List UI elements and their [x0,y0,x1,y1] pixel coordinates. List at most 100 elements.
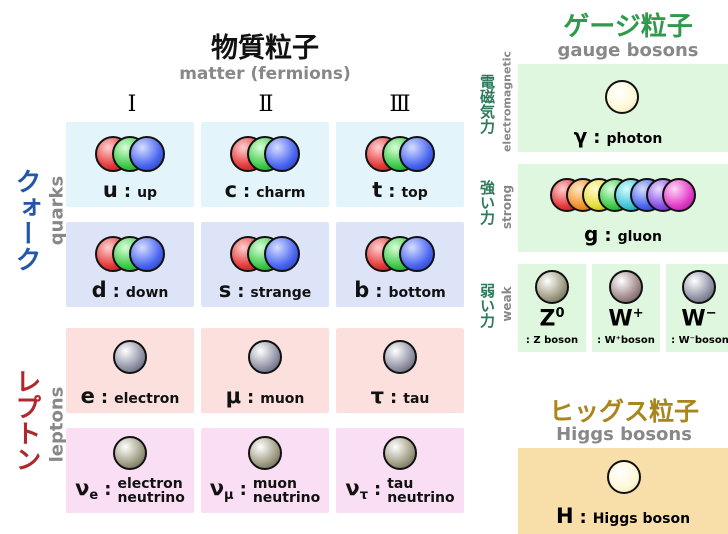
particle-symbol: γ [573,124,588,148]
matter-title-jp: 物質粒子 [211,33,319,64]
photon-cell: γ:photon [518,64,728,152]
particle-name: down [125,285,169,301]
particle-name: charm [256,185,306,201]
strong-label-jp: 強い力 [478,180,496,225]
particle-name: photon [606,131,663,147]
particle-symbol: Z [539,306,556,332]
weak-label-en: weak [500,286,514,322]
w-minus-boson-ball [682,270,716,304]
particle-name: Higgs boson [592,511,691,527]
neutrino-ball [248,436,282,470]
quarks-label-en: quarks [46,175,68,246]
w-plus-boson-ball [609,270,643,304]
em-label-jp: 電磁気力 [478,74,496,134]
particle-symbol: τ [370,384,385,408]
color-charge-blue-ball [399,136,435,172]
particle-subscript: τ [359,488,368,504]
particle-name-line1: tau [387,475,414,492]
photon-ball [605,80,639,114]
color-charge-blue-ball [264,136,300,172]
quark-cell-bottom: b:bottom [336,222,464,307]
particle-name: W⁻boson [678,335,728,346]
weak-label-jp: 弱い力 [478,283,496,328]
neutrino-ball [113,436,147,470]
z-boson-ball [535,270,569,304]
matter-title-en: matter (fermions) [179,64,351,84]
lepton-cell-muon: μ:muon [201,328,329,413]
particle-symbol: g [584,222,599,246]
particle-name-line2: neutrino [117,489,185,506]
particle-symbol: ν [345,476,360,500]
quark-cell-up: u:up [66,122,194,207]
particle-name: W⁺boson [604,335,655,346]
gluon-cell: g:gluon [518,164,728,252]
particle-name: muon [260,391,305,407]
particle-symbol: μ [225,384,242,408]
particle-name: up [137,185,158,201]
particle-name: gluon [617,229,662,245]
leptons-label-jp: レプトン [11,368,41,472]
higgs-title-en: Higgs bosons [556,424,692,445]
generation-1-label: Ⅰ [127,92,137,117]
generation-2-label: Ⅱ [258,92,274,117]
quark-cell-strange: s:strange [201,222,329,307]
em-label-en: electromagnetic [500,50,514,153]
quark-cell-top: t:top [336,122,464,207]
particle-symbol: e [80,384,95,408]
particle-name: bottom [388,285,446,301]
higgs-title-jp: ヒッグス粒子 [548,397,699,426]
particle-symbol: u [102,178,118,202]
higgs-ball [607,460,641,494]
z-boson-cell: Z0 : Z boson [518,264,586,352]
particle-symbol: ν [75,476,90,500]
particle-symbol: ν [209,476,225,500]
particle-symbol: d [91,278,107,302]
particle-symbol: s [218,278,232,302]
quark-cell-down: d:down [66,222,194,307]
particle-name-line1: muon [252,475,297,492]
particle-name: top [401,185,428,201]
particle-symbol: W [608,306,633,332]
particle-name: electron [114,391,180,407]
particle-superscript: 0 [555,306,565,321]
particle-symbol: c [224,178,238,202]
w-plus-boson-cell: W+ : W⁺boson [592,264,660,352]
particle-name-line2: neutrino [387,489,455,506]
particle-subscript: μ [224,488,234,504]
lepton-ball [113,340,147,374]
quarks-label-jp: クォーク [11,168,41,272]
gauge-title-en: gauge bosons [557,40,699,61]
higgs-cell: H:Higgs boson [518,448,728,534]
gluon-ball-magenta [662,178,696,212]
neutrino-ball [383,436,417,470]
lepton-ball [383,340,417,374]
w-minus-boson-cell: W− : W⁻boson [666,264,728,352]
particle-symbol: H [555,504,574,528]
particle-symbol: b [354,278,370,302]
color-charge-blue-ball [129,236,165,272]
particle-name-line1: electron [117,475,183,492]
particle-name: tau [403,391,430,407]
particle-subscript: e [89,488,99,504]
color-charge-blue-ball [264,236,300,272]
lepton-cell-electron: e:electron [66,328,194,413]
particle-name: strange [250,285,312,301]
particle-superscript: − [705,306,717,321]
color-charge-blue-ball [129,136,165,172]
particle-symbol: W [681,306,706,332]
generation-3-label: Ⅲ [389,92,411,117]
particle-symbol: t [372,178,383,202]
lepton-cell-tau: τ:tau [336,328,464,413]
lepton-ball [248,340,282,374]
color-charge-blue-ball [399,236,435,272]
leptons-label-en: leptons [46,386,68,463]
gauge-title-jp: ゲージ粒子 [563,12,693,42]
particle-name: Z boson [533,335,579,346]
particle-superscript: + [632,306,644,321]
quark-cell-charm: c:charm [201,122,329,207]
particle-name-line2: neutrino [252,489,321,506]
strong-label-en: strong [500,184,514,230]
